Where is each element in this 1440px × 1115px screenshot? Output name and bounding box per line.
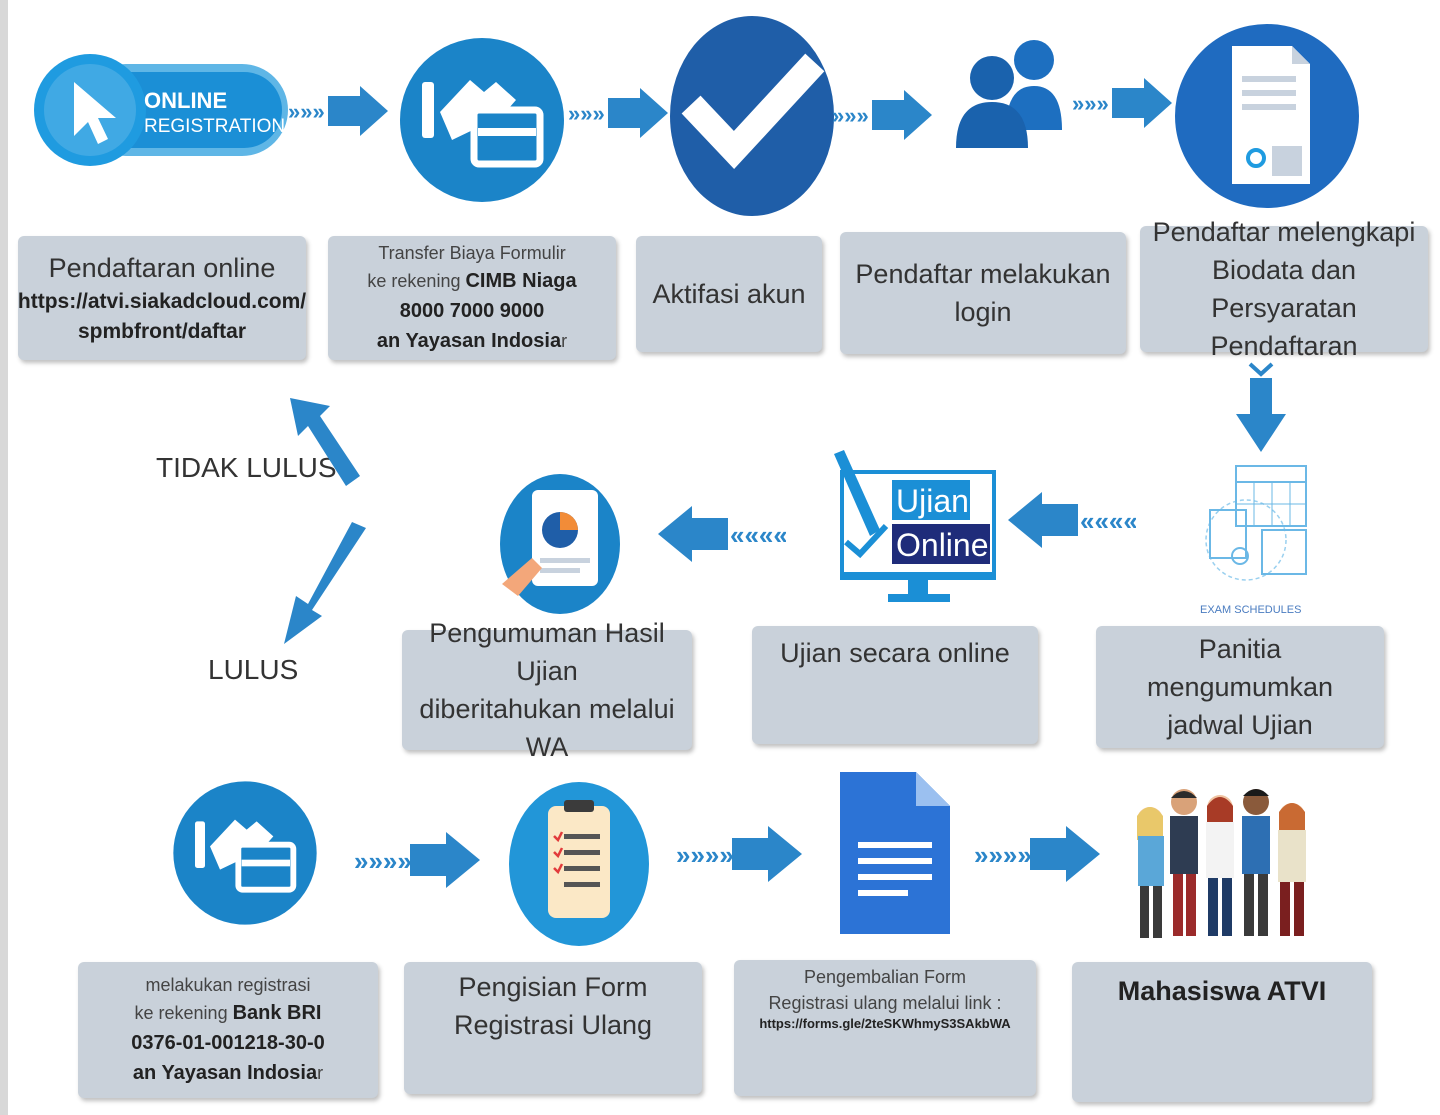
svg-text:»»»»: »»»» [354, 846, 412, 876]
arrow-left-2: «««« [658, 506, 786, 562]
exam-schedules-caption: EXAM SCHEDULES [1200, 604, 1302, 616]
svg-text:««««: «««« [730, 520, 786, 550]
step-title-2: login [954, 297, 1012, 327]
results-chart-icon [500, 474, 620, 614]
account-holder-line: an Yayasan Indosiar [133, 1058, 323, 1088]
users-icon [956, 40, 1062, 148]
step-title: Pengumuman Hasil Ujian [429, 618, 665, 686]
arrow-down-left [284, 522, 366, 644]
document-icon [1175, 24, 1359, 208]
arrow-right-7: »»»» [974, 826, 1100, 882]
arrow-right-5: »»»» [354, 832, 480, 888]
step-pengisian-form: Pengisian Form Registrasi Ulang [404, 962, 702, 1094]
step-title-2: Biodata dan Persyaratan [1211, 255, 1357, 323]
google-docs-icon [840, 772, 950, 934]
calendar-icon [1205, 465, 1307, 581]
step-login: Pendaftar melakukan login [840, 232, 1126, 354]
step-melengkapi-biodata: Pendaftar melengkapi Biodata dan Persyar… [1140, 217, 1428, 361]
step-aktifasi-akun: Aktifasi akun [636, 236, 822, 352]
step-title: Panitia mengumumkan [1146, 634, 1334, 702]
account-holder: an Yayasan Indosia [132, 1062, 318, 1084]
step-ujian-online: Ujian secara online [752, 626, 1038, 744]
step-transfer-biaya: Transfer Biaya Formulir ke rekening CIMB… [328, 236, 616, 360]
svg-text:««««: «««« [1080, 506, 1136, 536]
checkmark-icon [670, 16, 834, 216]
online-label: ONLINE [144, 88, 227, 113]
arrow-up-left [290, 398, 360, 486]
step-pendaftaran-online: Pendaftaran online https://atvi.siakadcl… [18, 236, 306, 360]
registration-url-path[interactable]: spmbfront/daftar [78, 320, 246, 343]
step-title-3: Pendaftaran [1210, 331, 1358, 361]
bank-prefix: ke rekening [134, 1003, 233, 1023]
step-title-2: Registrasi Ulang [453, 1010, 653, 1040]
step-pengumuman-hasil: Pengumuman Hasil Ujian diberitahukan mel… [402, 618, 692, 762]
left-border [0, 0, 8, 1115]
online-registration-badge: ONLINE REGISTRATION [34, 54, 288, 166]
students-icon [1137, 789, 1306, 938]
cursor-icon [74, 82, 116, 144]
step-panitia-jadwal: Panitia mengumumkan jadwal Ujian [1096, 626, 1384, 748]
svg-text:»»»»: »»»» [676, 840, 734, 870]
step-title-2: diberitahukan melalui WA [419, 694, 675, 762]
tidak-lulus-label: TIDAK LULUS [156, 452, 337, 483]
computer-exam-icon: Ujian Online [834, 450, 996, 602]
step-title: Transfer Biaya Formulir [378, 243, 566, 263]
step-title: Aktifasi akun [652, 279, 806, 309]
form-link[interactable]: https://forms.gle/2teSKWhmyS3SAkbWA [759, 1016, 1011, 1031]
registration-url[interactable]: https://atvi.siakadcloud.com/ [17, 290, 307, 313]
step-pengembalian-form: Pengembalian Form Registrasi ulang melal… [734, 960, 1036, 1096]
account-holder: an Yayasan Indosia [376, 330, 562, 352]
step-title: Ujian secara online [780, 638, 1010, 668]
step-subtitle: Registrasi ulang melalui link : [768, 993, 1002, 1013]
arrow-left-1: «««« [1008, 492, 1136, 548]
arrow-right-2: »»» [568, 88, 668, 138]
step-title: Mahasiswa ATVI [1117, 976, 1327, 1006]
svg-text:»»»: »»» [568, 101, 605, 126]
bank-prefix: ke rekening [367, 271, 466, 291]
arrow-right-6: »»»» [676, 826, 802, 882]
step-registrasi-bank: melakukan registrasi ke rekening Bank BR… [78, 962, 378, 1098]
clipboard-icon [509, 782, 649, 946]
lulus-label: LULUS [208, 654, 299, 685]
bank-line: ke rekening Bank BRI [135, 998, 322, 1028]
account-number: 0376-01-001218-30-0 [131, 1032, 325, 1054]
account-number: 8000 7000 9000 [399, 300, 545, 322]
svg-text:»»»: »»» [288, 99, 325, 124]
svg-text:»»»»: »»»» [974, 840, 1032, 870]
ujian-text: Ujian [896, 483, 969, 519]
step-title: Pengisian Form [458, 972, 648, 1002]
step-title-2: jadwal Ujian [1167, 710, 1313, 740]
svg-text:»»»: »»» [1072, 91, 1109, 116]
account-holder-tail: r [561, 331, 568, 351]
svg-text:»»»: »»» [832, 103, 869, 128]
account-holder-tail: r [317, 1063, 324, 1083]
arrow-right-3: »»» [832, 90, 932, 140]
step-title: Pendaftaran online [48, 253, 276, 283]
payment-card-icon-2 [173, 781, 317, 925]
bank-name: Bank BRI [232, 1002, 322, 1024]
step-title: melakukan registrasi [145, 975, 311, 995]
bank-name: CIMB Niaga [465, 270, 577, 292]
step-title: Pengembalian Form [803, 967, 967, 987]
step-title: Pendaftar melakukan [855, 259, 1111, 289]
online-text: Online [896, 527, 989, 563]
payment-card-icon [400, 38, 564, 202]
registration-label: REGISTRATION [144, 116, 285, 137]
step-title: Pendaftar melengkapi [1152, 217, 1416, 247]
arrow-right-1: »»» [288, 86, 388, 136]
step-mahasiswa-atvi: Mahasiswa ATVI [1072, 962, 1372, 1102]
bank-line: ke rekening CIMB Niaga [367, 266, 576, 296]
arrow-right-4: »»» [1072, 78, 1172, 128]
account-holder-line: an Yayasan Indosiar [377, 326, 567, 356]
arrow-down [1236, 362, 1286, 452]
